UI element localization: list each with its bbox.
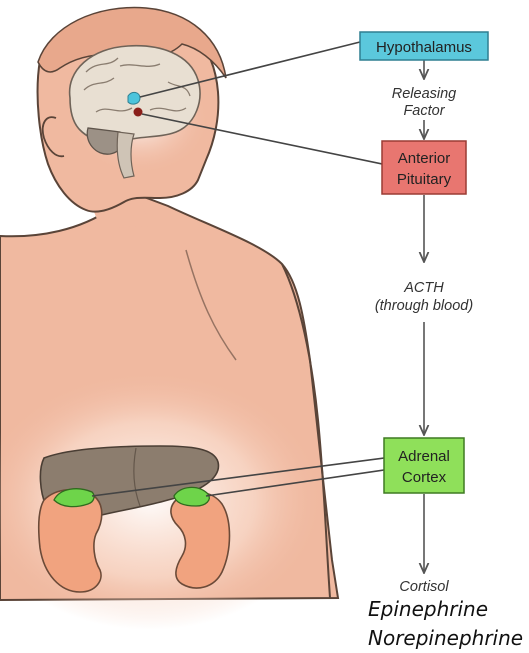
epinephrine-label: Epinephrine — [368, 599, 488, 619]
cortisol-label: Cortisol — [399, 579, 449, 595]
anterior-pituitary-label-line2: Pituitary — [397, 171, 452, 188]
pituitary-marker — [134, 108, 143, 117]
acth-label-line2: (through blood) — [375, 298, 473, 314]
hypothalamus-marker — [128, 92, 140, 104]
hypothalamus-node: Hypothalamus — [360, 32, 488, 60]
adrenal-cortex-label-line1: Adrenal — [398, 448, 450, 465]
hypothalamus-label: Hypothalamus — [376, 39, 472, 56]
anterior-pituitary-node: Anterior Pituitary — [382, 141, 466, 194]
adrenal-cortex-label-line2: Cortex — [402, 469, 447, 486]
acth-label-line1: ACTH — [403, 280, 444, 296]
releasing-factor-label-line2: Factor — [403, 103, 445, 119]
releasing-factor-label-line1: Releasing — [392, 86, 457, 102]
adrenal-cortex-node: Adrenal Cortex — [384, 438, 464, 493]
anterior-pituitary-label-line1: Anterior — [398, 150, 451, 167]
right-adrenal-gland — [174, 487, 209, 506]
norepinephrine-label: Norepinephrine — [368, 628, 523, 648]
